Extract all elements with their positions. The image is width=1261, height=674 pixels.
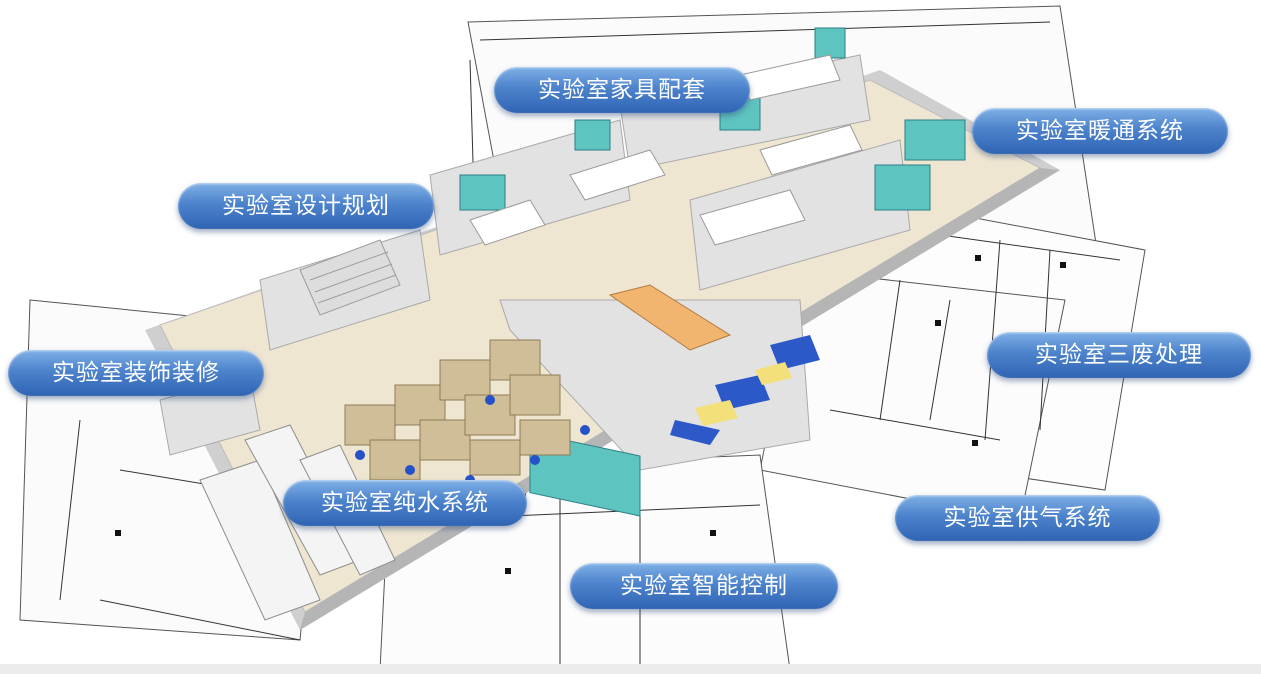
label-design: 实验室设计规划 [178,183,434,229]
bottom-strip [0,664,1261,674]
benches [469,54,863,246]
office-cubicles [344,339,571,481]
stairs [299,239,401,316]
lounge-sofas [670,335,820,445]
label-furniture: 实验室家具配套 [494,67,750,113]
label-smartcontrol: 实验室智能控制 [570,563,838,609]
meeting-table [608,284,732,351]
label-gas: 实验室供气系统 [895,495,1160,541]
label-decoration: 实验室装饰装修 [8,350,264,396]
label-waste: 实验室三废处理 [987,332,1251,378]
label-purewater: 实验室纯水系统 [283,480,527,526]
chairs [355,395,590,485]
label-hvac: 实验室暖通系统 [972,108,1228,154]
